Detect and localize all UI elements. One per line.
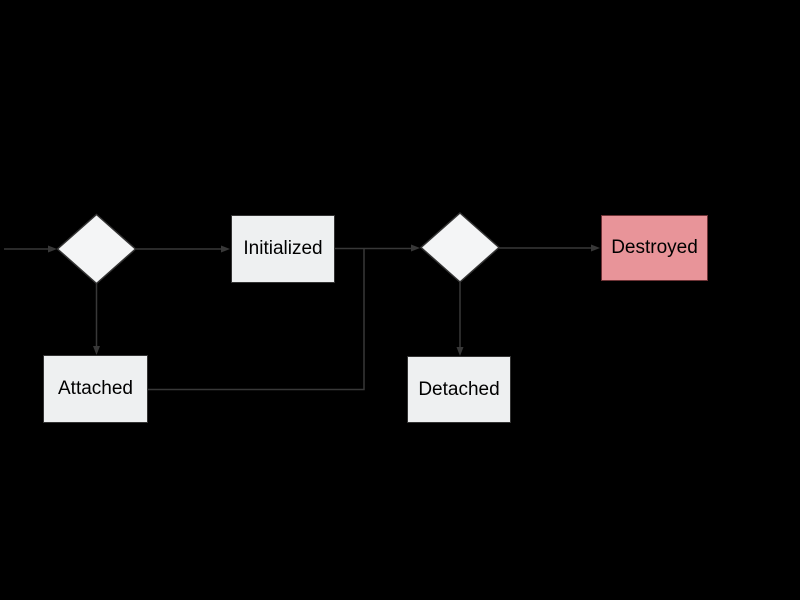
arrowhead-into-decision2 bbox=[411, 244, 420, 252]
node-initialized-label: Initialized bbox=[243, 238, 323, 259]
node-detached: Detached bbox=[407, 356, 511, 423]
arrowhead-into-decision1 bbox=[48, 245, 57, 253]
node-destroyed-label: Destroyed bbox=[611, 237, 698, 258]
node-initialized: Initialized bbox=[231, 215, 335, 283]
edge-attached-to-decision2 bbox=[148, 248, 365, 391]
node-attached-label: Attached bbox=[58, 378, 133, 399]
arrowhead-into-destroyed bbox=[591, 244, 600, 252]
arrowhead-into-initialized bbox=[221, 245, 230, 253]
arrowhead-into-detached bbox=[456, 347, 464, 356]
node-attached: Attached bbox=[43, 355, 148, 423]
node-decision-2 bbox=[419, 211, 501, 284]
node-destroyed: Destroyed bbox=[601, 215, 708, 281]
node-decision-1 bbox=[56, 213, 137, 285]
arrowhead-into-attached bbox=[93, 346, 100, 355]
node-detached-label: Detached bbox=[418, 378, 500, 400]
